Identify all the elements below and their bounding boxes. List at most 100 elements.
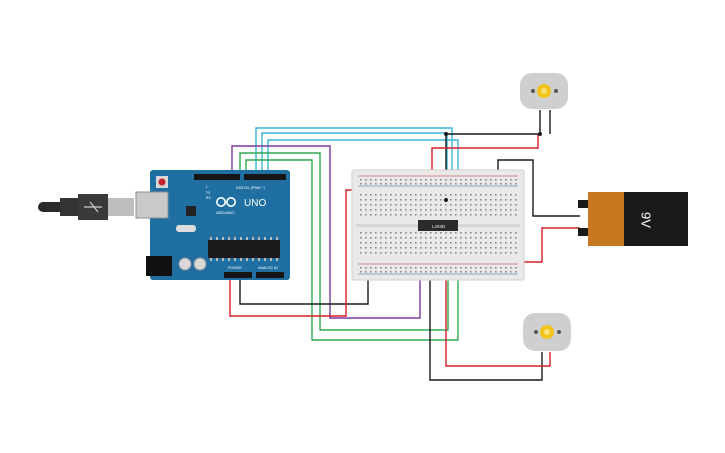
wire-red-motor2[interactable] xyxy=(445,232,551,367)
breadboard-hole xyxy=(460,267,462,269)
breadboard-hole xyxy=(460,194,462,196)
breadboard-hole xyxy=(510,204,512,206)
dc-motor-bottom[interactable] xyxy=(523,313,571,351)
breadboard-hole xyxy=(400,214,402,216)
breadboard-hole xyxy=(360,204,362,206)
breadboard-holes xyxy=(360,179,517,273)
breadboard-hole xyxy=(435,199,437,201)
breadboard-hole xyxy=(440,271,442,273)
breadboard-hole xyxy=(450,237,452,239)
wire-cyan-3[interactable] xyxy=(267,139,459,178)
breadboard-hole xyxy=(485,232,487,234)
breadboard-hole xyxy=(375,179,377,181)
breadboard-hole xyxy=(370,179,372,181)
breadboard-hole xyxy=(390,183,392,185)
breadboard-hole xyxy=(395,242,397,244)
breadboard-hole xyxy=(490,179,492,181)
breadboard-hole xyxy=(370,183,372,185)
breadboard-hole xyxy=(500,237,502,239)
breadboard-hole xyxy=(395,267,397,269)
breadboard-hole xyxy=(425,183,427,185)
arduino-uno-board[interactable]: UNO ARDUINO DIGITAL (PWM ~) POWER ANALOG… xyxy=(135,170,290,280)
breadboard-hole xyxy=(485,194,487,196)
breadboard-hole xyxy=(365,232,367,234)
breadboard-hole xyxy=(465,267,467,269)
breadboard-hole xyxy=(510,232,512,234)
breadboard-hole xyxy=(375,214,377,216)
breadboard-hole xyxy=(370,247,372,249)
breadboard-hole xyxy=(415,232,417,234)
breadboard-hole xyxy=(505,237,507,239)
breadboard-hole xyxy=(490,199,492,201)
breadboard-hole xyxy=(365,204,367,206)
breadboard-hole xyxy=(450,267,452,269)
breadboard-hole xyxy=(400,204,402,206)
breadboard-hole xyxy=(485,199,487,201)
breadboard-hole xyxy=(410,237,412,239)
breadboard-hole xyxy=(500,194,502,196)
breadboard-hole xyxy=(415,267,417,269)
breadboard-hole xyxy=(415,199,417,201)
breadboard-hole xyxy=(470,199,472,201)
breadboard-hole xyxy=(375,194,377,196)
breadboard-hole xyxy=(380,237,382,239)
breadboard-hole xyxy=(440,199,442,201)
breadboard-hole xyxy=(400,237,402,239)
breadboard-hole xyxy=(415,237,417,239)
wire-cyan-2[interactable] xyxy=(261,132,448,178)
breadboard-hole xyxy=(385,267,387,269)
breadboard-hole xyxy=(450,252,452,254)
breadboard-hole xyxy=(375,267,377,269)
breadboard-hole xyxy=(490,204,492,206)
battery-9v[interactable]: 9V xyxy=(578,192,688,246)
breadboard-hole xyxy=(370,214,372,216)
breadboard-hole xyxy=(410,194,412,196)
wire-purple-1[interactable] xyxy=(231,145,421,319)
breadboard-hole xyxy=(455,247,457,249)
breadboard-hole xyxy=(495,252,497,254)
breadboard-hole xyxy=(495,199,497,201)
breadboard-hole xyxy=(405,179,407,181)
breadboard-hole xyxy=(445,237,447,239)
wire-black-motor1[interactable] xyxy=(445,110,541,200)
breadboard-hole xyxy=(475,271,477,273)
breadboard-hole xyxy=(375,237,377,239)
breadboard-hole xyxy=(425,271,427,273)
breadboard-hole xyxy=(505,232,507,234)
breadboard-hole xyxy=(440,204,442,206)
breadboard-hole xyxy=(480,179,482,181)
usb-cable[interactable] xyxy=(38,194,134,220)
breadboard-hole xyxy=(510,242,512,244)
wire-black-gnd-1[interactable] xyxy=(239,272,369,305)
breadboard-hole xyxy=(450,247,452,249)
arduino-rx-label: RX xyxy=(206,196,211,200)
breadboard-hole xyxy=(405,252,407,254)
breadboard-hole xyxy=(485,252,487,254)
breadboard-hole xyxy=(380,214,382,216)
breadboard-hole xyxy=(505,214,507,216)
breadboard-hole xyxy=(455,183,457,185)
breadboard-hole xyxy=(510,271,512,273)
wire-green-2[interactable] xyxy=(245,159,459,341)
breadboard-hole xyxy=(390,199,392,201)
breadboard-hole xyxy=(380,179,382,181)
dc-motor-top[interactable] xyxy=(520,73,568,109)
breadboard-hole xyxy=(430,252,432,254)
breadboard-hole xyxy=(425,237,427,239)
breadboard-hole xyxy=(360,267,362,269)
breadboard-hole xyxy=(460,183,462,185)
breadboard-hole xyxy=(375,271,377,273)
breadboard-hole xyxy=(500,267,502,269)
breadboard-hole xyxy=(375,242,377,244)
breadboard-hole xyxy=(390,209,392,211)
breadboard-hole xyxy=(460,209,462,211)
breadboard-hole xyxy=(400,271,402,273)
breadboard-hole xyxy=(415,214,417,216)
breadboard-hole xyxy=(495,271,497,273)
l293d-chip[interactable]: L293D xyxy=(418,220,458,231)
breadboard-hole xyxy=(365,214,367,216)
wire-green-1[interactable] xyxy=(239,152,449,331)
wire-black-rail[interactable] xyxy=(497,159,580,217)
breadboard-hole xyxy=(370,237,372,239)
